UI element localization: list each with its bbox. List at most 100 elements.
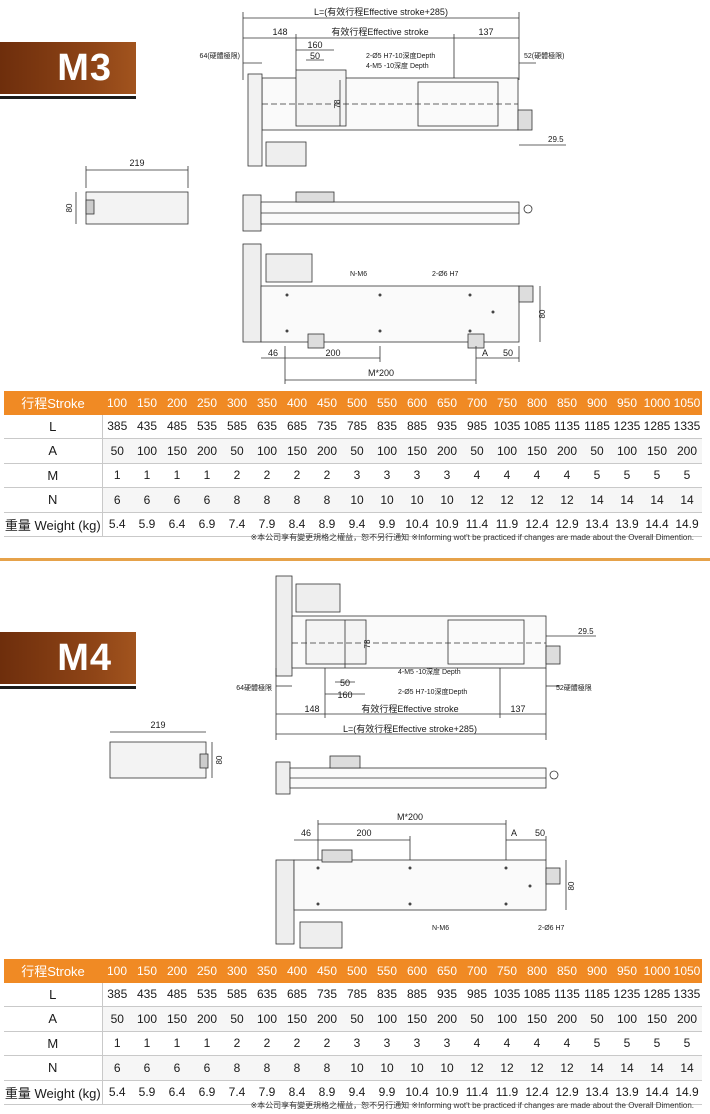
table-cell: 1035 — [492, 414, 522, 439]
disclaimer-note: ※本公司享有變更規格之權益，恕不另行通知 ※Informing wot't be… — [250, 1101, 694, 1110]
table-cell: 735 — [312, 414, 342, 439]
dim-limit-left: 64硬體極限 — [236, 683, 272, 692]
table-cell: 1135 — [552, 414, 582, 439]
table-cell: 8 — [312, 1055, 342, 1081]
table-cell: 12.9 — [552, 512, 582, 537]
hole-spec-1: 2-Ø5 H7-10深度Depth — [366, 51, 435, 60]
table-cell: 12 — [462, 1055, 492, 1081]
table-cell: 1185 — [582, 982, 612, 1007]
table-cell: 11.4 — [462, 1080, 492, 1105]
table-cell: 5 — [672, 1031, 702, 1056]
table-cell: 200 — [192, 1006, 222, 1032]
dim-29-5: 29.5 — [548, 135, 564, 144]
table-cell: 435 — [132, 982, 162, 1007]
table-cell: 50 — [582, 1006, 612, 1032]
table-cell: 4 — [492, 1031, 522, 1056]
stroke-header-cell: 550 — [372, 391, 402, 415]
table-cell: 2 — [312, 463, 342, 488]
table-cell: 6 — [102, 487, 132, 513]
table-cell: 535 — [192, 982, 222, 1007]
table-cell: 14.9 — [672, 1080, 702, 1105]
row-label: A — [4, 438, 103, 464]
stroke-header-cell: 850 — [552, 959, 582, 983]
table-cell: 6 — [162, 487, 192, 513]
table-cell: 835 — [372, 414, 402, 439]
dim-219: 219 — [150, 720, 165, 730]
table-cell: 1335 — [672, 982, 702, 1007]
table-cell: 50 — [342, 438, 372, 464]
table-cell: 6 — [132, 487, 162, 513]
table-cell: 5.4 — [102, 512, 132, 537]
table-cell: 4 — [522, 463, 552, 488]
table-cell: 3 — [342, 463, 372, 488]
table-cell: 150 — [402, 438, 432, 464]
table-cell: 10 — [402, 1055, 432, 1081]
table-cell: 150 — [162, 438, 192, 464]
dim-148: 148 — [304, 704, 319, 714]
table-cell: 12.4 — [522, 1080, 552, 1105]
table-cell: 14 — [672, 487, 702, 513]
table-cell: 14.9 — [672, 512, 702, 537]
table-cell: 9.9 — [372, 512, 402, 537]
model-section-m3: M3 — [0, 0, 710, 548]
row-label: N — [4, 487, 103, 513]
table-cell: 13.9 — [612, 1080, 642, 1105]
table-cell: 150 — [402, 1006, 432, 1032]
table-cell: 7.9 — [252, 512, 282, 537]
table-cell: 685 — [282, 982, 312, 1007]
table-cell: 10 — [402, 487, 432, 513]
stroke-header-cell: 400 — [282, 391, 312, 415]
table-cell: 635 — [252, 414, 282, 439]
dim-limit-left: 64(硬體極限) — [200, 51, 240, 60]
table-cell: 8 — [222, 1055, 252, 1081]
table-cell: 2 — [222, 463, 252, 488]
table-cell: 8 — [252, 1055, 282, 1081]
stroke-header-cell: 100 — [102, 391, 132, 415]
table-cell: 6 — [132, 1055, 162, 1081]
dim-137: 137 — [510, 704, 525, 714]
dim-a: A — [511, 828, 517, 838]
table-cell: 7.9 — [252, 1080, 282, 1105]
table-cell: 4 — [462, 463, 492, 488]
table-cell: 885 — [402, 414, 432, 439]
stroke-header-cell: 700 — [462, 959, 492, 983]
dim-46: 46 — [301, 828, 311, 838]
table-cell: 8 — [222, 487, 252, 513]
table-cell: 13.4 — [582, 512, 612, 537]
stroke-header-cell: 300 — [222, 391, 252, 415]
stroke-header-cell: 750 — [492, 959, 522, 983]
table-cell: 8.4 — [282, 512, 312, 537]
dim-160: 160 — [307, 40, 322, 50]
m3-technical-drawing: L=(有效行程Effective stroke+285) 有效行程Effecti… — [65, 6, 566, 384]
table-cell: 2 — [252, 1031, 282, 1056]
table-cell: 985 — [462, 982, 492, 1007]
table-cell: 3 — [432, 1031, 462, 1056]
table-cell: 3 — [372, 1031, 402, 1056]
stroke-header-cell: 1000 — [642, 391, 672, 415]
table-cell: 1 — [192, 463, 222, 488]
table-cell: 50 — [102, 1006, 132, 1032]
dim-effective-stroke: 有效行程Effective stroke — [331, 26, 428, 37]
stroke-header-cell: 900 — [582, 391, 612, 415]
table-cell: 150 — [642, 438, 672, 464]
table-cell: 150 — [522, 1006, 552, 1032]
stroke-header-cell: 450 — [312, 959, 342, 983]
table-cell: 150 — [522, 438, 552, 464]
table-cell: 200 — [312, 1006, 342, 1032]
table-cell: 1 — [102, 1031, 132, 1056]
dim-limit-right: 52硬體極限 — [556, 683, 592, 692]
table-cell: 12 — [522, 487, 552, 513]
table-cell: 14 — [582, 487, 612, 513]
table-cell: 8.4 — [282, 1080, 312, 1105]
table-cell: 1235 — [612, 414, 642, 439]
table-cell: 100 — [492, 1006, 522, 1032]
stroke-header-cell: 150 — [132, 959, 162, 983]
table-cell: 3 — [432, 463, 462, 488]
table-cell: 6.9 — [192, 1080, 222, 1105]
